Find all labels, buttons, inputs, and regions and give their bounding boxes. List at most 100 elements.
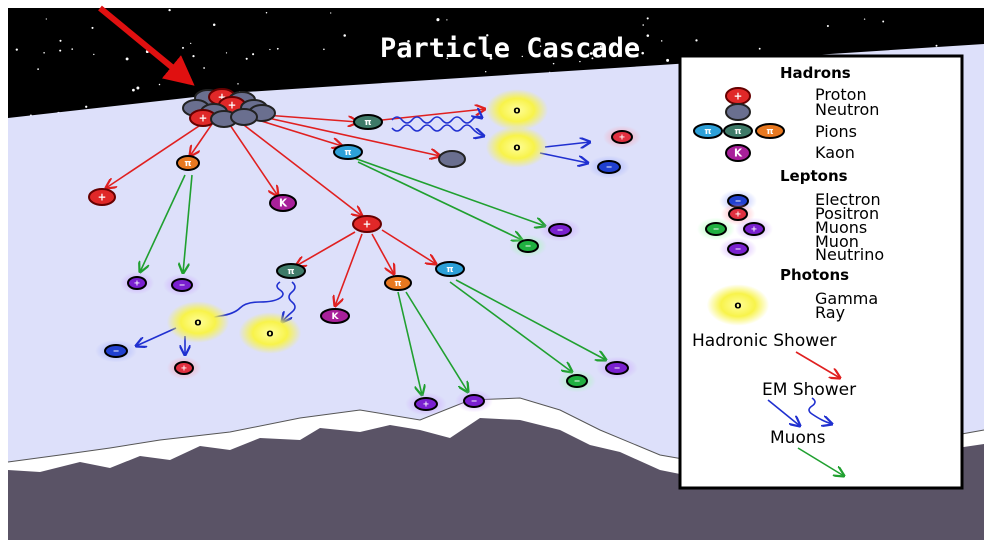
star — [237, 83, 239, 85]
star — [168, 8, 171, 12]
hadronic-arrow — [257, 119, 342, 146]
diagram-title: Particle Cascade — [380, 33, 640, 64]
svg-text:o: o — [513, 105, 520, 117]
star — [91, 26, 94, 29]
star — [93, 53, 95, 56]
muon-arrow — [357, 161, 522, 240]
star — [125, 57, 129, 61]
star — [600, 45, 602, 48]
particle-positron: + — [603, 125, 641, 149]
particle-muon_p: + — [119, 271, 155, 295]
star — [85, 105, 88, 108]
star — [882, 20, 885, 23]
star — [407, 40, 410, 43]
muon-arrow — [353, 157, 545, 226]
star — [343, 34, 346, 37]
muon-arrow — [455, 279, 606, 360]
star — [695, 39, 698, 42]
em-wavy-arrow — [282, 281, 296, 322]
star — [43, 52, 45, 54]
legend-muon-arrow — [797, 447, 844, 476]
particle-pion_neu: π — [276, 263, 306, 279]
star — [158, 83, 161, 86]
legend: Hadrons Proton Neutron Pions Kaon Lepton… — [678, 54, 964, 490]
particle-electron: − — [588, 155, 630, 179]
legend-proton-label: Proton — [815, 85, 867, 104]
star — [521, 55, 524, 58]
nucleus-neutron — [230, 108, 258, 126]
particle-gamma: o — [485, 126, 549, 168]
svg-text:+: + — [734, 91, 743, 103]
particle-pion_neu: π — [353, 114, 383, 130]
hadronic-arrow — [190, 123, 213, 156]
hadronic-arrow — [239, 121, 362, 216]
svg-text:+: + — [98, 192, 107, 204]
svg-text:−: − — [735, 245, 742, 254]
star — [642, 24, 644, 26]
svg-text:+: + — [181, 364, 188, 373]
svg-text:π: π — [446, 265, 453, 275]
star — [45, 18, 47, 20]
em-arrow — [136, 327, 177, 346]
star — [269, 48, 271, 51]
star — [601, 51, 603, 53]
star — [132, 88, 135, 92]
legend-em-shower-label: EM Shower — [762, 380, 856, 400]
star — [579, 60, 581, 63]
legend-muon-neutrino-symbol: − — [719, 237, 757, 261]
particle-muon: − — [509, 234, 547, 258]
star — [485, 71, 487, 73]
star — [252, 53, 255, 56]
muon-arrows — [140, 157, 606, 395]
particle-gamma: o — [485, 89, 549, 131]
svg-text:+: + — [751, 225, 758, 234]
star — [666, 58, 670, 62]
star — [552, 62, 555, 65]
hadronic-arrow — [267, 117, 440, 156]
svg-text:+: + — [218, 92, 227, 104]
svg-text:K: K — [331, 312, 339, 322]
star — [646, 34, 650, 37]
em-wavy-arrow — [391, 116, 482, 124]
svg-text:−: − — [557, 226, 564, 235]
em-arrow — [544, 142, 590, 147]
star — [245, 57, 248, 60]
svg-text:−: − — [471, 397, 478, 406]
legend-kaon-symbol: K — [725, 144, 751, 162]
hadronic-arrow — [296, 231, 356, 266]
legend-muon-minus-symbol: − — [697, 217, 735, 241]
star — [486, 34, 489, 37]
legend-hadronic-shower-label: Hadronic Shower — [692, 331, 837, 351]
star — [589, 52, 593, 55]
star — [935, 44, 938, 47]
star — [473, 54, 475, 57]
star — [212, 23, 216, 26]
legend-pions-label: Pions — [815, 122, 857, 141]
star — [225, 52, 228, 54]
star — [59, 39, 62, 42]
svg-text:−: − — [713, 225, 720, 234]
hadronic-arrow — [229, 124, 278, 196]
svg-text:π: π — [364, 118, 371, 128]
particle-pion_pos: π — [384, 275, 412, 291]
particle-pion_neg: π — [333, 144, 363, 160]
star — [182, 46, 184, 49]
svg-text:π: π — [394, 279, 401, 289]
legend-muons-label: Muons — [815, 218, 867, 237]
legend-muon-plus-symbol: + — [735, 217, 773, 241]
svg-text:π: π — [704, 127, 711, 137]
legend-hadronic-arrow — [795, 351, 840, 378]
legend-muons-arrow-label: Muons — [770, 428, 826, 448]
hadronic-arrow — [381, 229, 436, 264]
svg-text:o: o — [734, 300, 741, 312]
svg-text:−: − — [574, 377, 581, 386]
particle-muon_p: + — [405, 392, 447, 416]
legend-neutron-symbol — [725, 103, 751, 121]
particle-proton: + — [88, 188, 116, 206]
muon-arrow — [405, 291, 468, 392]
star — [539, 45, 542, 48]
star — [593, 52, 597, 56]
svg-text:o: o — [194, 317, 201, 329]
